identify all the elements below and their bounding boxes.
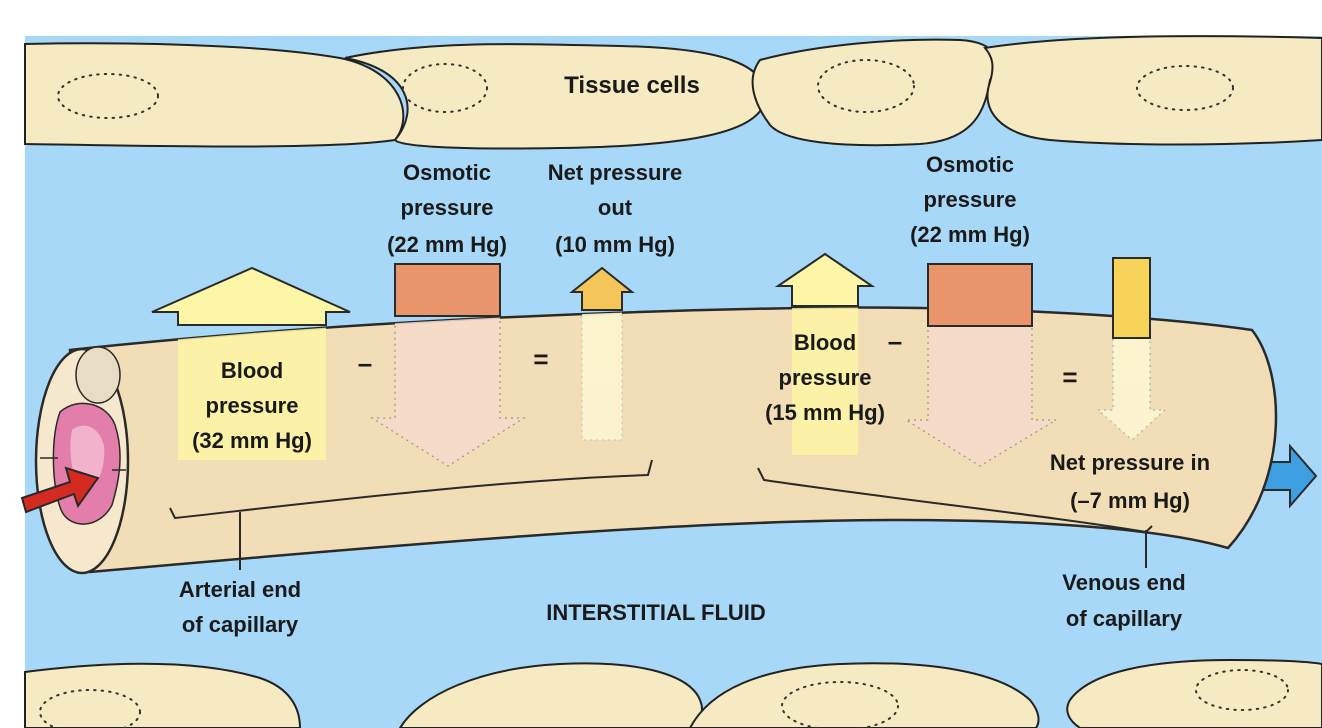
label-line: pressure: [779, 365, 872, 390]
venous-net-in-label: Net pressure in (–7 mm Hg): [1050, 450, 1210, 513]
label-line: (32 mm Hg): [192, 428, 312, 453]
label-line: Osmotic: [403, 160, 491, 185]
label-line: (22 mm Hg): [910, 222, 1030, 247]
tissue-cell: [24, 42, 405, 148]
venous-blood-pressure-label: Blood pressure (15 mm Hg): [765, 330, 885, 425]
venous-osmotic-block: [927, 263, 1033, 327]
arterial-blood-pressure-label: Blood pressure (32 mm Hg): [192, 358, 312, 453]
label-line: pressure: [206, 393, 299, 418]
label-line: Arterial end: [179, 577, 301, 602]
arterial-equals-sign: =: [533, 344, 548, 374]
label-line: of capillary: [182, 612, 299, 637]
venous-blood-pressure-arrow: [774, 252, 876, 307]
tissue-cell: [983, 35, 1322, 146]
label-line: out: [598, 195, 633, 220]
arterial-end-label: Arterial end of capillary: [179, 577, 301, 637]
tissue-cell: [688, 662, 1040, 728]
label-line: pressure: [401, 195, 494, 220]
tissue-cells-label: Tissue cells: [564, 72, 700, 99]
endothelial-cell-nucleus: [75, 346, 121, 404]
arterial-minus-sign: –: [358, 348, 372, 378]
venous-osmotic-arrow-ghost: [903, 307, 1059, 467]
bottom-tissue-cells: [24, 658, 1322, 728]
arterial-bracket: [169, 459, 653, 520]
tissue-cell: [1066, 658, 1322, 728]
arterial-net-out-arrow: [569, 266, 635, 311]
cell-nucleus: [1195, 669, 1289, 711]
arterial-osmotic-block: [394, 263, 501, 317]
label-line: of capillary: [1066, 606, 1183, 631]
tissue-cell: [751, 38, 998, 147]
cell-nucleus: [402, 63, 488, 113]
label-line: Osmotic: [926, 152, 1014, 177]
label-line: (–7 mm Hg): [1070, 488, 1190, 513]
venous-blood-pressure-column: [792, 307, 858, 455]
label-line: (22 mm Hg): [387, 232, 507, 257]
arterial-net-out-column: [581, 307, 623, 441]
label-line: (10 mm Hg): [555, 232, 675, 257]
tube-overlays: [178, 307, 1167, 467]
label-line: Net pressure in: [1050, 450, 1210, 475]
cell-nucleus: [781, 681, 899, 728]
label-line: pressure: [924, 187, 1017, 212]
venous-equals-sign: =: [1062, 362, 1077, 392]
venous-end-label: Venous end of capillary: [1062, 570, 1185, 631]
label-line: Blood: [221, 358, 283, 383]
interstitial-fluid-label: INTERSTITIAL FLUID: [546, 600, 766, 625]
cell-nucleus: [817, 59, 915, 113]
cell-nucleus: [57, 73, 159, 119]
top-tissue-cells: [24, 35, 1322, 150]
venous-bracket: [757, 467, 1153, 534]
arterial-osmotic-label: Osmotic pressure (22 mm Hg): [387, 160, 507, 257]
arterial-osmotic-arrow-ghost: [369, 307, 527, 467]
venous-osmotic-label: Osmotic pressure (22 mm Hg): [910, 152, 1030, 247]
venous-net-in-block: [1112, 257, 1151, 339]
tissue-cell: [344, 43, 767, 150]
tissue-cell: [24, 662, 302, 728]
cell-nucleus: [1136, 65, 1234, 111]
label-line: Venous end: [1062, 570, 1185, 595]
label-line: (15 mm Hg): [765, 400, 885, 425]
blood-inflow-arrow: [20, 466, 100, 514]
arterial-blood-pressure-arrow: [151, 266, 351, 326]
arterial-net-out-label: Net pressure out (10 mm Hg): [548, 160, 683, 257]
label-line: Blood: [794, 330, 856, 355]
venous-minus-sign: –: [888, 326, 902, 356]
cell-nucleus: [39, 689, 141, 728]
label-line: Net pressure: [548, 160, 683, 185]
